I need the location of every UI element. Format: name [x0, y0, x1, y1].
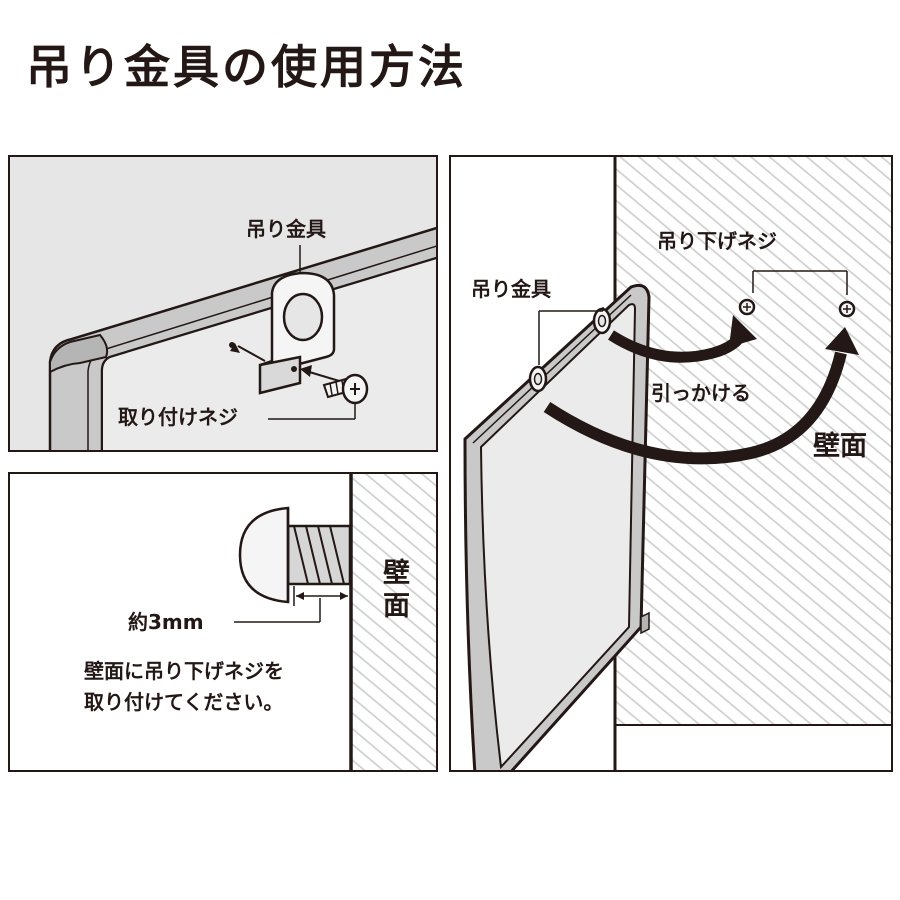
hanger-label: 吊り金具 — [246, 217, 326, 241]
wall-label-right: 壁面 — [813, 431, 867, 462]
hanger-attach-illustration — [48, 226, 436, 450]
board-hangers — [528, 307, 612, 393]
panel-screw-gap: 約3mm 壁面 壁面に吊り下げネジを 取り付けてください。 — [8, 472, 438, 772]
page-title: 吊り金具の使用方法 — [26, 40, 467, 94]
hook-action-label: 引っかける — [651, 381, 751, 405]
screw-side-view — [238, 506, 352, 604]
hanging-screw-label: 吊り下げネジ — [657, 229, 777, 253]
hanger-bracket — [258, 271, 336, 395]
hang-on-wall-illustration — [463, 157, 891, 770]
wall-label: 壁面 — [378, 558, 409, 624]
panel-hang-on-wall: 吊り下げネジ 吊り金具 引っかける 壁面 — [449, 155, 893, 772]
wall — [615, 157, 891, 725]
instruction-line-1: 壁面に吊り下げネジを — [84, 659, 284, 683]
wall — [350, 474, 436, 770]
whiteboard-tilted — [463, 283, 651, 770]
gap-label: 約3mm — [128, 610, 204, 634]
hanger-label-right: 吊り金具 — [471, 277, 551, 301]
hook-arrow-lower — [543, 351, 847, 465]
pin-hole — [229, 342, 266, 362]
instruction-line-2: 取り付けてください。 — [84, 690, 284, 714]
instruction-text: 壁面に吊り下げネジを 取り付けてください。 — [84, 656, 284, 718]
wall-screws — [738, 298, 856, 318]
mounting-screw — [322, 373, 369, 405]
panel-hanger-attach: 吊り金具 取り付けネジ — [8, 155, 438, 452]
screw-label: 取り付けネジ — [118, 405, 238, 429]
screw-gap-illustration — [234, 474, 436, 770]
